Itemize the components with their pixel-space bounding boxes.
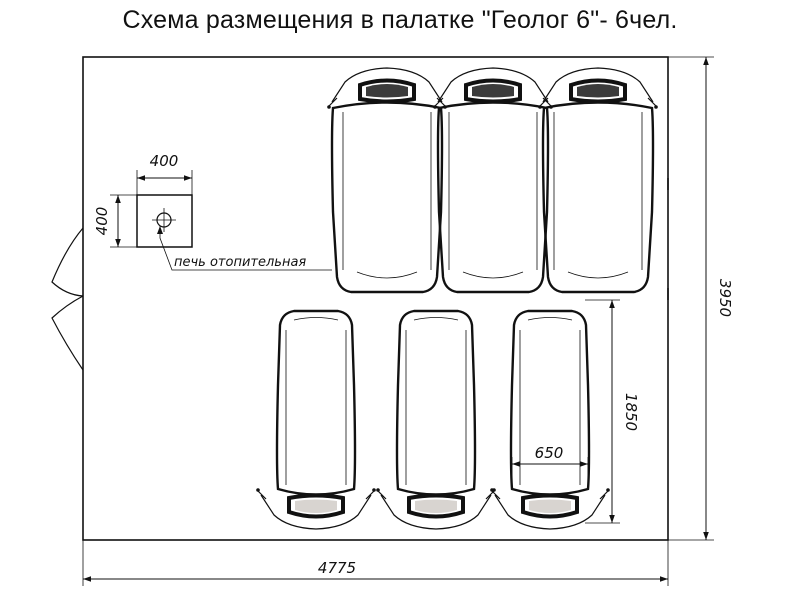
stove-outline: [136, 194, 193, 248]
stove-depth-label: 400: [93, 207, 111, 236]
sleeping-bag-4: [254, 309, 378, 531]
sleeping-bag-3: [536, 66, 660, 294]
stove-width-dimension: 400: [136, 152, 193, 195]
stove-width-label: 400: [150, 152, 179, 170]
sleeping-bag-2: [431, 66, 555, 294]
tent-depth-dimension: 3950: [668, 56, 734, 541]
bag-width-dimension: 650: [511, 444, 589, 475]
sleeping-bag-5: [374, 309, 498, 531]
stove-depth-dimension: 400: [93, 194, 137, 248]
entrance-flaps: [51, 227, 84, 371]
stove-label: печь отопительная: [174, 255, 306, 270]
bag-length-dimension: 1850: [585, 299, 640, 524]
stove: [136, 194, 193, 248]
sleeping-bag-6: [488, 309, 612, 531]
tent-width-dimension: 4775: [82, 540, 669, 586]
stove-callout: печь отопительная: [157, 226, 332, 271]
scheme-title: Схема размещения в палатке "Геолог 6"- 6…: [122, 6, 678, 34]
tent-depth-label: 3950: [716, 279, 734, 317]
bag-length-label: 1850: [622, 393, 640, 431]
tent-width-label: 4775: [318, 559, 356, 577]
bag-width-label: 650: [535, 444, 564, 462]
sleeping-bag-1: [325, 66, 449, 294]
